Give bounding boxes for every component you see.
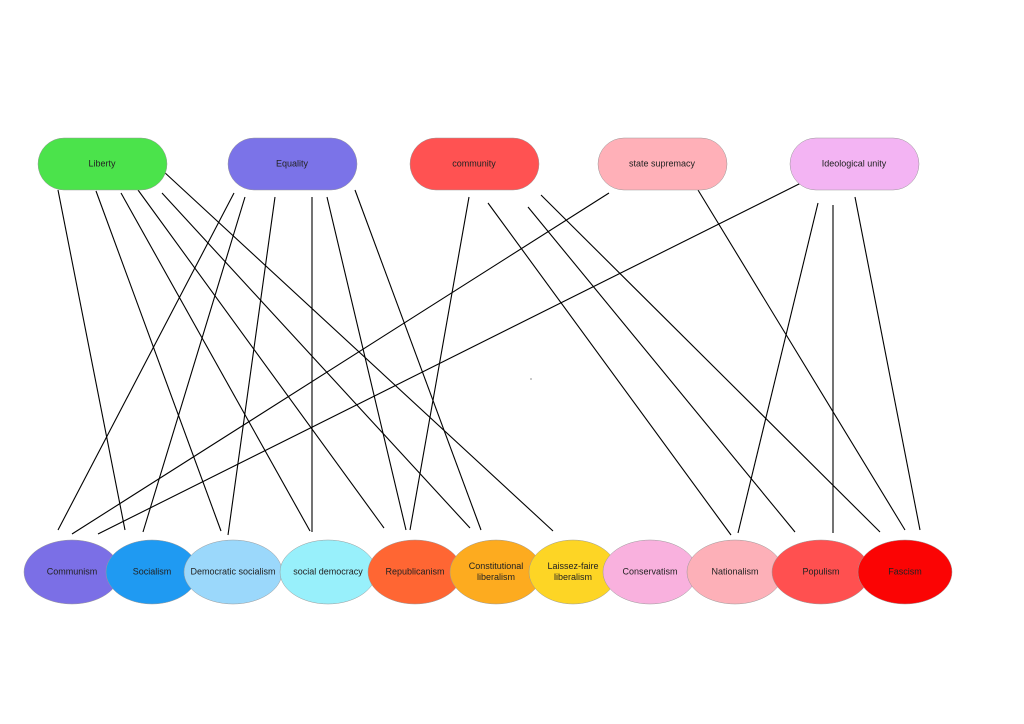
value-label: state supremacy <box>629 158 696 168</box>
value-pill <box>227 137 358 191</box>
edge-state-communism <box>71 192 610 535</box>
value-label: Ideological unity <box>822 158 887 168</box>
value-pill <box>409 137 540 191</box>
edge-community-fascism <box>540 194 881 533</box>
edge-liberty-socdem <box>120 192 311 532</box>
value-node-unity[interactable]: Ideological unity <box>789 137 920 191</box>
ideology-node-republicanism[interactable]: Republicanism <box>367 539 463 605</box>
value-label: Liberty <box>88 158 116 168</box>
ideology-node-socdem[interactable]: social democracy <box>279 539 377 605</box>
ideology-label: Constitutional <box>469 561 524 571</box>
value-pill <box>37 137 168 191</box>
ideology-node-socialism[interactable]: Socialism <box>105 539 199 605</box>
edge-unity-fascism <box>854 196 921 531</box>
ideology-label: Fascism <box>888 566 922 576</box>
stray-dot <box>530 378 532 380</box>
ideology-label: Democratic socialism <box>190 566 275 576</box>
edge-equality-communism <box>57 192 235 531</box>
edge-equality-constlib <box>354 189 482 531</box>
value-label: community <box>452 158 496 168</box>
ideology-node-communism[interactable]: Communism <box>23 539 121 605</box>
edge-liberty-socialism <box>57 189 126 531</box>
ideology-label: Populism <box>802 566 839 576</box>
ideology-label: liberalism <box>554 572 592 582</box>
edge-liberty-demsoc <box>95 190 222 532</box>
value-label: Equality <box>276 158 309 168</box>
value-node-equality[interactable]: Equality <box>227 137 358 191</box>
ideology-label: liberalism <box>477 572 515 582</box>
edge-liberty-republicanism <box>137 189 385 529</box>
ideology-node-demsoc[interactable]: Democratic socialism <box>183 539 283 605</box>
value-pill <box>789 137 920 191</box>
value-node-community[interactable]: community <box>409 137 540 191</box>
ideology-label: Conservatism <box>622 566 677 576</box>
ideology-label: Socialism <box>133 566 172 576</box>
edge-equality-socialism <box>142 196 246 533</box>
edge-community-populism <box>527 206 796 533</box>
ideology-ellipse <box>857 539 953 605</box>
value-node-liberty[interactable]: Liberty <box>37 137 168 191</box>
ideology-label: Nationalism <box>711 566 758 576</box>
edge-liberty-constlib <box>161 192 471 529</box>
ideology-node-conservatism[interactable]: Conservatism <box>602 539 698 605</box>
ideology-label: Laissez-faire <box>547 561 598 571</box>
ideology-label: Republicanism <box>385 566 444 576</box>
edge-liberty-laissez <box>162 170 554 532</box>
value-pill <box>597 137 728 191</box>
edge-unity-communism <box>97 181 804 535</box>
edge-equality-republicanism <box>326 196 407 531</box>
ideology-node-nationalism[interactable]: Nationalism <box>686 539 784 605</box>
edge-state-fascism <box>697 189 906 531</box>
value-node-state[interactable]: state supremacy <box>597 137 728 191</box>
edge-equality-demsoc <box>227 196 276 536</box>
ideology-label: social democracy <box>293 566 363 576</box>
edge-unity-nationalism <box>737 202 819 534</box>
edge-community-nationalism <box>487 202 732 536</box>
ideology-node-populism[interactable]: Populism <box>771 539 871 605</box>
ideology-label: Communism <box>47 566 98 576</box>
ideology-node-fascism[interactable]: Fascism <box>857 539 953 605</box>
